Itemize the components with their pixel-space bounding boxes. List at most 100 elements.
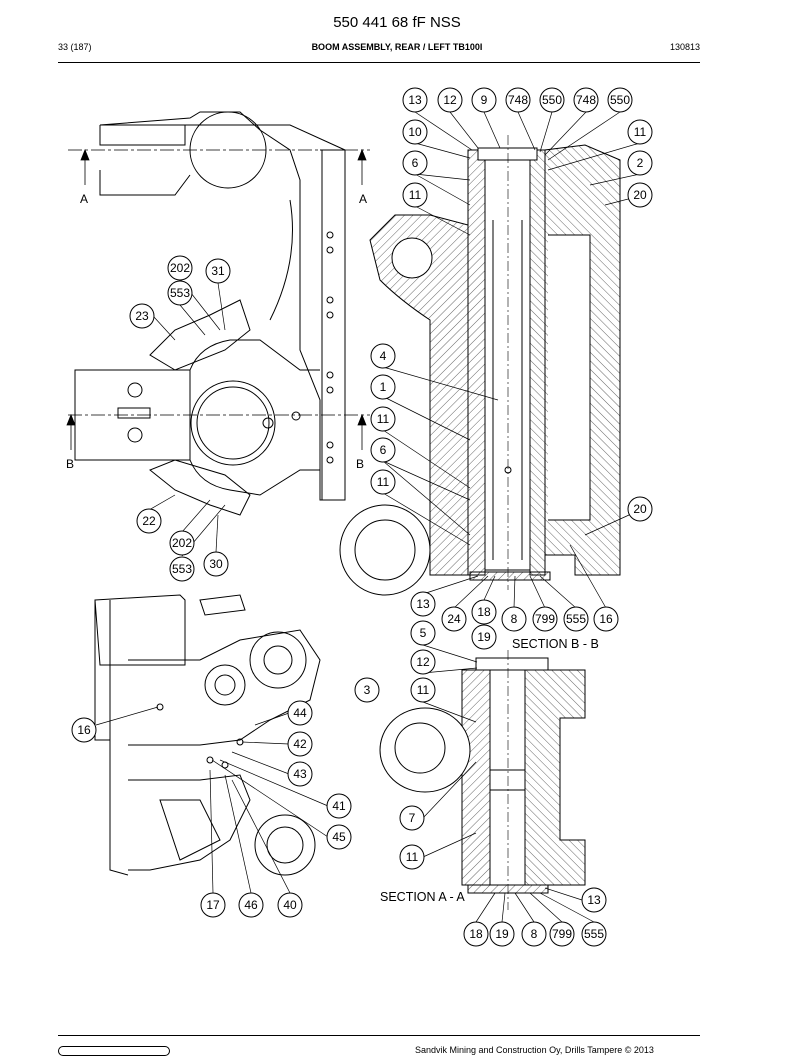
svg-text:18: 18 [477, 605, 491, 619]
svg-text:553: 553 [170, 286, 190, 300]
callout-16: 16 [71, 717, 97, 743]
svg-text:8: 8 [511, 612, 518, 626]
callout-18: 18 [463, 921, 489, 947]
svg-text:30: 30 [209, 557, 223, 571]
callout-18: 18 [471, 599, 497, 625]
svg-text:2: 2 [637, 156, 644, 170]
callout-9: 9 [471, 87, 497, 113]
callout-30: 30 [203, 551, 229, 577]
svg-text:13: 13 [416, 597, 430, 611]
callout-11: 11 [410, 677, 436, 703]
callout-13: 13 [402, 87, 428, 113]
boom-isometric-view [94, 594, 321, 876]
callout-11: 11 [370, 469, 396, 495]
svg-text:12: 12 [443, 93, 457, 107]
view-marker-b-left: B [66, 457, 74, 471]
callout-550: 550 [539, 87, 565, 113]
svg-text:46: 46 [244, 898, 258, 912]
svg-text:42: 42 [293, 737, 307, 751]
callout-4: 4 [370, 343, 396, 369]
callout-22: 22 [136, 508, 162, 534]
callout-40: 40 [277, 892, 303, 918]
callout-11: 11 [402, 182, 428, 208]
callout-5: 5 [410, 620, 436, 646]
svg-text:41: 41 [332, 799, 346, 813]
callout-31: 31 [205, 258, 231, 284]
svg-text:31: 31 [211, 264, 225, 278]
callout-748: 748 [505, 87, 531, 113]
callout-748: 748 [573, 87, 599, 113]
callout-12: 12 [437, 87, 463, 113]
svg-text:40: 40 [283, 898, 297, 912]
svg-text:7: 7 [409, 811, 416, 825]
callout-13: 13 [581, 887, 607, 913]
section-bb-label: SECTION B - B [512, 637, 599, 651]
callout-202: 202 [167, 255, 193, 281]
callout-555: 555 [563, 606, 589, 632]
svg-text:3: 3 [364, 683, 371, 697]
callout-6: 6 [402, 150, 428, 176]
callout-42: 42 [287, 731, 313, 757]
svg-text:553: 553 [172, 562, 192, 576]
svg-text:43: 43 [293, 767, 307, 781]
svg-text:13: 13 [408, 93, 422, 107]
svg-text:12: 12 [416, 655, 430, 669]
svg-text:9: 9 [481, 93, 488, 107]
callout-555: 555 [581, 921, 607, 947]
svg-text:24: 24 [447, 612, 461, 626]
svg-text:23: 23 [135, 309, 149, 323]
callout-7: 7 [399, 805, 425, 831]
callout-11: 11 [370, 406, 396, 432]
svg-text:550: 550 [542, 93, 562, 107]
section-aa-label: SECTION A - A [380, 890, 465, 904]
page-title: BOOM ASSEMBLY, REAR / LEFT TB100I [311, 42, 483, 52]
section-line-b [66, 413, 370, 450]
header-rule [58, 62, 700, 63]
callout-2: 2 [627, 150, 653, 176]
callout-20: 20 [627, 496, 653, 522]
leader-lines [95, 111, 641, 923]
callout-3: 3 [354, 677, 380, 703]
callouts-top-right: 13 12 9 748 550 748 550 10 11 6 2 11 20 … [370, 87, 653, 650]
callout-17: 17 [200, 892, 226, 918]
callout-19: 19 [471, 624, 497, 650]
svg-text:16: 16 [77, 723, 91, 737]
callout-13: 13 [410, 591, 436, 617]
callout-41: 41 [326, 793, 352, 819]
callout-43: 43 [287, 761, 313, 787]
svg-text:17: 17 [206, 898, 220, 912]
svg-text:202: 202 [172, 536, 192, 550]
svg-text:45: 45 [332, 830, 346, 844]
document-date: 130813 [669, 42, 700, 52]
callout-550: 550 [607, 87, 633, 113]
callout-799: 799 [532, 606, 558, 632]
svg-text:16: 16 [599, 612, 613, 626]
svg-text:550: 550 [610, 93, 630, 107]
callout-11: 11 [399, 844, 425, 870]
svg-text:799: 799 [535, 612, 555, 626]
svg-text:748: 748 [508, 93, 528, 107]
svg-text:6: 6 [380, 443, 387, 457]
callout-12: 12 [410, 649, 436, 675]
callout-19: 19 [489, 921, 515, 947]
svg-text:1: 1 [380, 380, 387, 394]
section-line-a [68, 148, 370, 185]
callout-23: 23 [129, 303, 155, 329]
callout-16: 16 [593, 606, 619, 632]
callout-45: 45 [326, 824, 352, 850]
callout-8: 8 [501, 606, 527, 632]
callout-44: 44 [287, 700, 313, 726]
callout-553: 553 [167, 280, 193, 306]
svg-text:20: 20 [633, 188, 647, 202]
svg-text:4: 4 [380, 349, 387, 363]
svg-text:11: 11 [377, 412, 390, 426]
page-number: 33 (187) [58, 42, 92, 52]
svg-text:18: 18 [469, 927, 483, 941]
svg-text:20: 20 [633, 502, 647, 516]
svg-text:8: 8 [531, 927, 538, 941]
svg-text:11: 11 [406, 850, 419, 864]
callout-6: 6 [370, 437, 396, 463]
svg-text:19: 19 [477, 630, 491, 644]
svg-text:19: 19 [495, 927, 509, 941]
